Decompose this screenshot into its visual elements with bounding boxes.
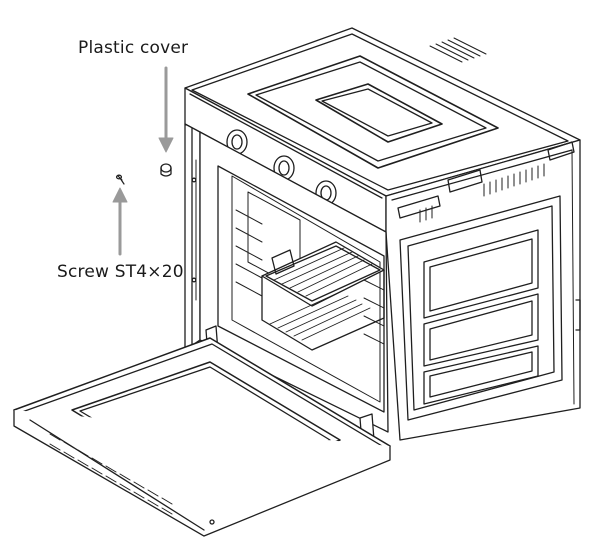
oven-top: [184, 27, 581, 197]
screw-part: [115, 174, 125, 185]
wire-rack: [261, 241, 385, 351]
oven-rails: [235, 209, 385, 345]
plastic-cover-part: [160, 163, 172, 177]
plastic-cover-label: Plastic cover: [78, 38, 189, 58]
screw-label: Screw ST4×20: [57, 262, 184, 282]
left-frame: [184, 123, 201, 351]
side-handle: [397, 141, 575, 219]
oven-side-panel: [385, 139, 581, 441]
door-vent-slots: [49, 433, 173, 515]
oven-door: [13, 337, 391, 537]
callout-arrow-plastic-cover: [158, 66, 174, 153]
side-embossed-panels: [423, 229, 539, 405]
callout-arrow-screw: [112, 187, 128, 256]
top-vents: [429, 37, 487, 63]
